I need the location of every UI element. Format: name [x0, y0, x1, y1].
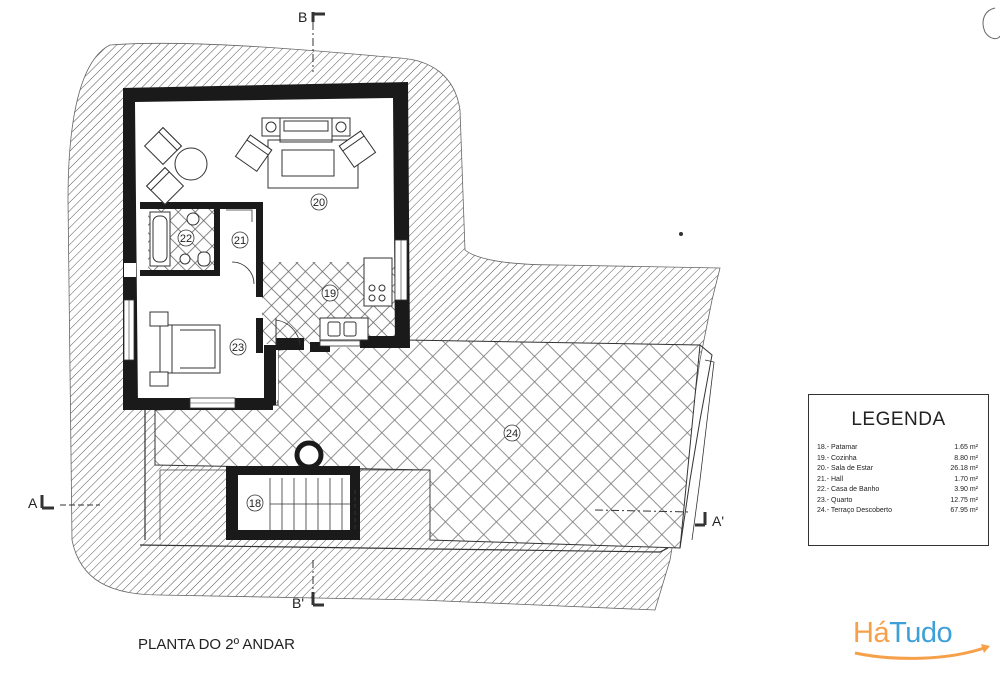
- legend-row-area: 12.75 m²: [950, 496, 978, 504]
- legend-row-label: 19.- Cozinha: [817, 454, 857, 462]
- legend-row-label: 22.- Casa de Banho: [817, 486, 880, 493]
- room-number-22: 22: [177, 229, 195, 247]
- drain-ring: [294, 440, 324, 470]
- legend-row: 23.- Quarto 12.75 m²: [817, 496, 978, 507]
- room-number-20: 20: [310, 193, 328, 211]
- brand-watermark: HáTudo: [853, 617, 993, 665]
- room-19-label: 19: [324, 288, 336, 300]
- room-number-23: 23: [229, 338, 247, 356]
- room-22-label: 22: [180, 233, 192, 245]
- drawing-title: PLANTA DO 2º ANDAR: [138, 636, 295, 653]
- legend-row-area: 1.70 m²: [954, 475, 978, 483]
- section-b-top-label: B: [298, 9, 307, 25]
- kitchen-counter: [319, 257, 393, 341]
- room-23-label: 23: [232, 342, 244, 354]
- legend-row-area: 3.90 m²: [954, 486, 978, 493]
- section-b-bottom-label: B': [292, 595, 304, 611]
- stairwell: [226, 466, 360, 540]
- legend-row-label: 23.- Quarto: [817, 496, 853, 504]
- sofa-group: [234, 117, 377, 189]
- room-number-21: 21: [231, 231, 249, 249]
- corner-stamp: [982, 7, 1000, 40]
- legend-row-area: 8.80 m²: [954, 454, 978, 462]
- room-number-19: 19: [321, 284, 339, 302]
- legend-row: 19.- Cozinha 8.80 m²: [817, 454, 978, 465]
- room-number-24: 24: [503, 424, 521, 442]
- dining-set: [143, 126, 208, 206]
- section-line-a: [40, 495, 707, 527]
- room-21-label: 21: [234, 235, 246, 247]
- section-a-right-label: A': [712, 513, 724, 529]
- legend-row: 21.- Hall 1.70 m²: [817, 475, 978, 486]
- section-line-b: [311, 12, 325, 607]
- legend-row: 20.- Sala de Estar 26.18 m²: [817, 464, 978, 475]
- legend-title: LEGENDA: [851, 409, 946, 430]
- bathroom-fixtures: [149, 211, 211, 267]
- legend-row: 24.- Terraço Descoberto 67.95 m²: [817, 506, 978, 517]
- brand-part-2: Tudo: [889, 617, 953, 649]
- legend-box: LEGENDA 18.- Patamar 1.65 m² 19.- Cozinh…: [808, 394, 989, 546]
- room-20-label: 20: [313, 197, 325, 209]
- legend-row-label: 24.- Terraço Descoberto: [817, 507, 892, 514]
- legend-row: 18.- Patamar 1.65 m²: [817, 443, 978, 454]
- legend-row-label: 21.- Hall: [817, 475, 844, 483]
- legend-row: 22.- Casa de Banho 3.90 m²: [817, 485, 978, 496]
- brand-part-1: Há: [853, 617, 890, 649]
- room-18-label: 18: [249, 498, 261, 510]
- bed: [149, 311, 221, 387]
- legend-row-label: 20.- Sala de Estar: [817, 465, 874, 472]
- legend-row-area: 67.95 m²: [950, 507, 978, 514]
- legend-row-area: 26.18 m²: [950, 465, 978, 472]
- brand-swoosh-icon: [854, 644, 990, 660]
- section-a-left-label: A: [28, 495, 38, 511]
- room-number-18: 18: [246, 494, 264, 512]
- legend-row-label: 18.- Patamar: [817, 444, 858, 451]
- legend-rows: 18.- Patamar 1.65 m² 19.- Cozinha 8.80 m…: [817, 443, 978, 517]
- room-24-label: 24: [506, 428, 518, 440]
- brand-logo-text: HáTudo: [853, 617, 953, 650]
- legend-row-area: 1.65 m²: [954, 444, 978, 451]
